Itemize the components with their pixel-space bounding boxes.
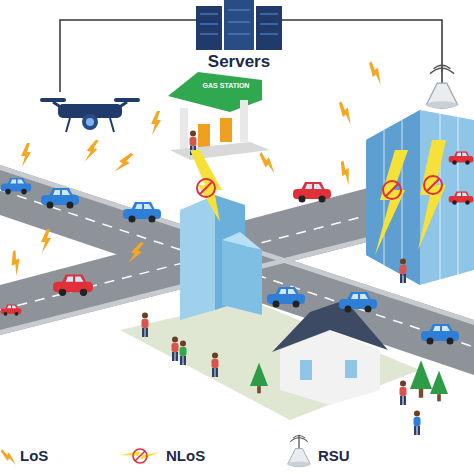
legend-text: LoS [20,447,48,464]
server-label-box: Servers [196,52,282,72]
legend-text: RSU [318,447,350,464]
sign-text: GAS STATION [199,82,253,89]
gas-station-sign: GAS STATION [196,80,256,91]
node-title: Servers [196,52,282,72]
legend-text: NLoS [166,447,205,464]
